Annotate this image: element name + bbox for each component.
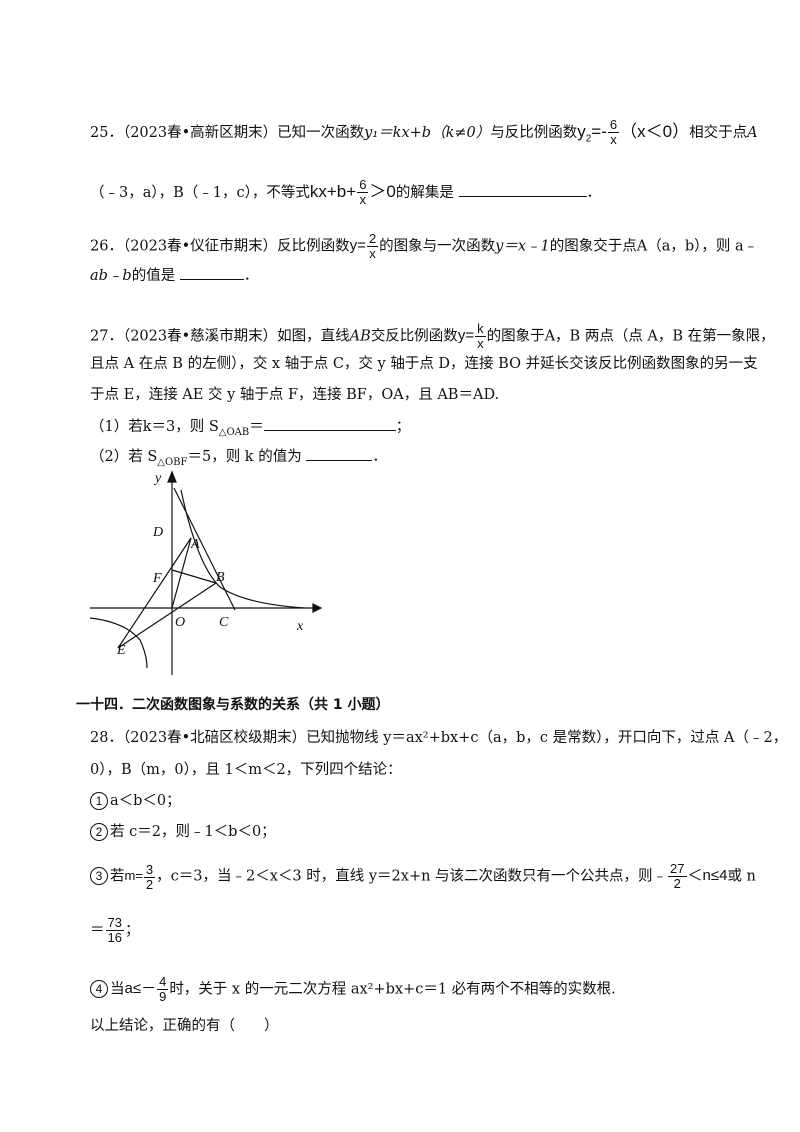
hyperbola-branch-2 <box>89 617 148 669</box>
label-o: O <box>175 615 185 630</box>
q27-number: 27． <box>90 328 123 345</box>
label-d: D <box>152 525 163 540</box>
hyperbola-branch-1 <box>180 489 306 609</box>
line-be <box>117 582 217 649</box>
q27-sub2-blank[interactable] <box>306 446 373 461</box>
q28-number: 28． <box>90 730 123 746</box>
q27-sub2: （2）若 S△OBF＝5，则 k 的值为 ． <box>90 446 387 473</box>
q25-number: 25． <box>90 124 123 141</box>
q26-number: 26． <box>90 238 123 255</box>
q26-source: （2023春•仪征市期末） <box>122 238 278 255</box>
q28-question: 以上结论，正确的有（ ） <box>90 1018 279 1034</box>
x-axis-arrow <box>312 603 323 613</box>
q28-line1: 28．（2023春•北碚区校级期末）已知抛物线 y＝ax²+bx+c（a，b，c… <box>90 730 788 746</box>
q25-linear-function: y₁＝kx+b（k≠0） <box>364 124 491 141</box>
label-e: E <box>116 643 126 658</box>
line-ab <box>173 487 236 611</box>
q27-sub1: （1）若k＝3，则 S△OAB＝； <box>90 416 410 443</box>
q27-graph: y x D A F B O C E <box>89 470 323 675</box>
section-14-title: 一十四．二次函数图象与系数的关系（共 1 小题） <box>76 697 390 713</box>
q27-sub1-blank[interactable] <box>263 416 396 431</box>
q28-source: （2023春•北碚区校级期末） <box>122 730 307 746</box>
label-f: F <box>152 571 162 586</box>
line-bf <box>171 569 217 584</box>
q27-line2: 且点 A 在点 B 的左侧），交 x 轴于点 C，交 y 轴于点 D，连接 BO… <box>90 356 758 372</box>
q27-line3: 于点 E，连接 AE 交 y 轴于点 F，连接 BF，OA，且 AB＝AD. <box>90 387 500 403</box>
label-y: y <box>153 471 162 486</box>
q25-source: （2023春•高新区期末） <box>122 124 278 141</box>
label-c: C <box>219 615 229 630</box>
y-axis-arrow <box>167 470 177 483</box>
label-x: x <box>296 619 304 634</box>
q27-source: （2023春•慈溪市期末） <box>122 328 278 345</box>
label-a: A <box>190 537 200 552</box>
q26-answer-blank[interactable] <box>179 265 244 280</box>
q25-answer-blank[interactable] <box>458 182 587 197</box>
q26-line2: ab﹣b的值是 ． <box>90 265 258 286</box>
q25-line1: 25．（2023春•高新区期末）已知一次函数y₁＝kx+b（k≠0）与反比例函数… <box>90 117 758 147</box>
label-b: B <box>216 570 225 585</box>
q28-line2: 0），B（m，0），且 1＜m＜2，下列四个结论： <box>90 762 402 778</box>
line-ae <box>117 537 192 649</box>
